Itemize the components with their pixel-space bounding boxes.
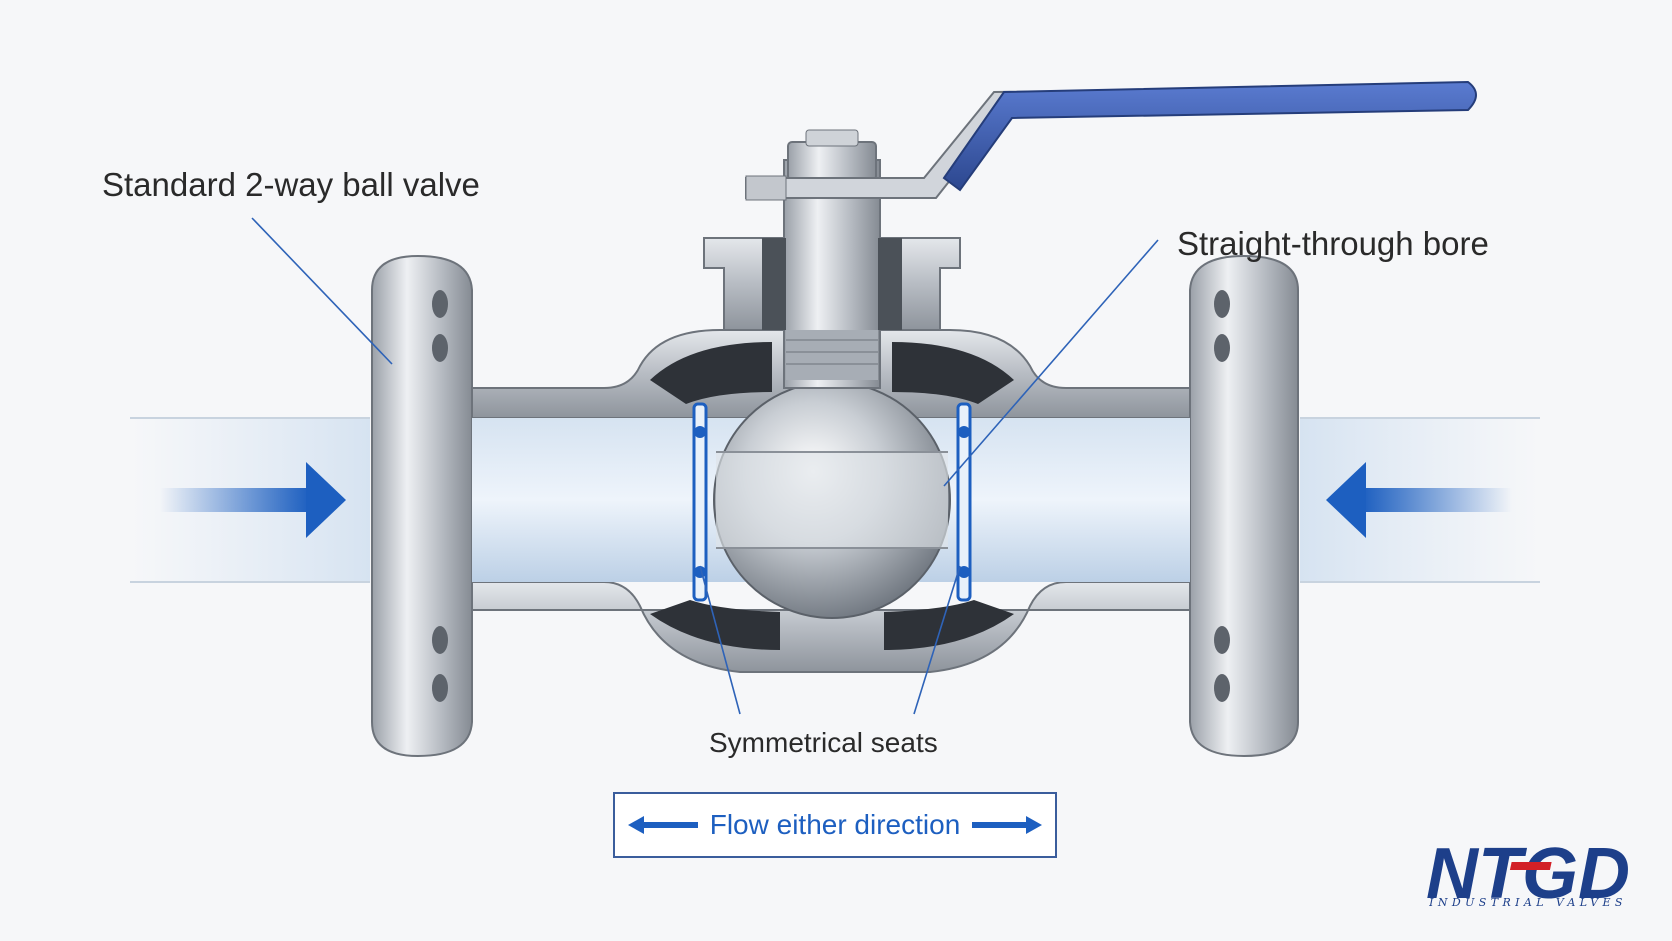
lever-handle bbox=[745, 80, 1477, 201]
valve-type-label: Standard 2-way ball valve bbox=[102, 166, 480, 203]
ntgd-logo: NTGD bbox=[1426, 834, 1630, 912]
arrow-left-icon bbox=[627, 816, 698, 834]
seats-label: Symmetrical seats bbox=[709, 727, 938, 758]
valve-ball bbox=[713, 381, 951, 619]
seat-left bbox=[692, 402, 708, 602]
arrow-left-icon bbox=[1326, 462, 1512, 538]
right-flange bbox=[1189, 254, 1299, 758]
logo-subtitle: INDUSTRIAL VALVES bbox=[1429, 896, 1627, 909]
bore-label: Straight-through bore bbox=[1177, 225, 1489, 262]
logo-wordmark: NTGD bbox=[1426, 834, 1630, 912]
leader-lines bbox=[251, 217, 1159, 715]
stem-nut bbox=[787, 129, 877, 181]
flow-direction-label: Flow either direction bbox=[709, 809, 961, 840]
arrow-right-icon bbox=[972, 816, 1043, 834]
left-flange bbox=[371, 254, 473, 758]
flow-direction-box: Flow either direction bbox=[613, 792, 1057, 858]
seat-right bbox=[956, 402, 972, 602]
arrow-right-icon bbox=[160, 462, 346, 538]
